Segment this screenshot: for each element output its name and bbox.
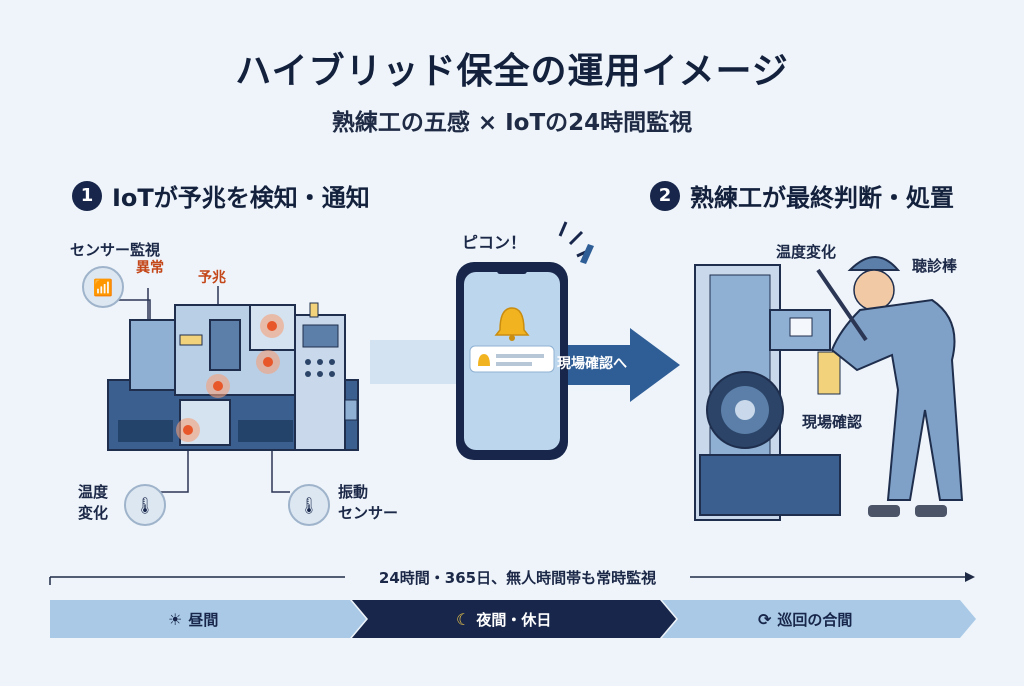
sun-icon: ☀ [168,610,183,629]
vibration-line1: 振動 [338,483,369,501]
sign-label: 予兆 [198,270,226,286]
band-day-text: 昼間 [188,611,219,629]
refresh-icon: ⟳ [758,610,772,629]
band-patrol [662,600,976,638]
field-check-label: 現場確認 [802,413,863,431]
band-patrol-label: ⟳ 巡回の合間 [758,609,852,630]
thermometer-icon: 🌡 [134,495,156,515]
stethoscope-label: 聴診棒 [912,257,958,275]
band-day-label: ☀ 昼間 [168,609,218,630]
step-2-heading: 2 熟練工が最終判断・処置 [650,178,954,213]
thermometer-icon: 🌡 [298,495,320,515]
anomaly-label: 異常 [136,260,164,276]
band-night [352,600,676,638]
moon-icon: ☾ [456,610,471,629]
worker [816,256,964,517]
vibration-sensor-label: 振動 センサー [338,482,398,524]
temp-sensor-badge: 🌡 [124,484,166,526]
temp-change-line2: 変化 [78,504,109,522]
step-2-label: 熟練工が最終判断・処置 [690,184,954,212]
step-1-heading: 1 IoTが予兆を検知・通知 [72,178,370,213]
cnc-machine [107,302,359,451]
temp-change-line1: 温度 [78,483,109,501]
step-1-label: IoTが予兆を検知・通知 [112,184,370,212]
vibration-sensor-badge: 🌡 [288,484,330,526]
vibration-line2: センサー [338,504,399,522]
timeline-caption: 24時間・365日、無人時間帯も常時監視 [378,569,657,587]
band-day [50,600,366,638]
step-2-number: 2 [650,180,680,211]
band-patrol-text: 巡回の合間 [777,611,853,629]
page-subtitle: 熟練工の五感 × IoTの24時間監視 [331,110,693,136]
go-to-site-label: 現場確認へ [557,356,627,372]
step-1-number: 1 [72,180,102,211]
temp-change-label: 温度 変化 [78,482,108,524]
band-night-text: 夜間・休日 [476,611,552,629]
notification-sound-text: ピコン！ [462,233,527,252]
sensor-monitor-badge: 📶 [82,266,124,308]
field-machine [694,264,841,521]
worker-temp-change-label: 温度変化 [776,243,837,261]
band-night-label: ☾ 夜間・休日 [456,609,551,630]
smartphone [456,262,568,460]
page-title: ハイブリッド保全の運用イメージ [235,51,789,92]
wireless-sensor-icon: 📶 [93,277,113,297]
sensor-monitor-label: センサー監視 [70,241,161,259]
